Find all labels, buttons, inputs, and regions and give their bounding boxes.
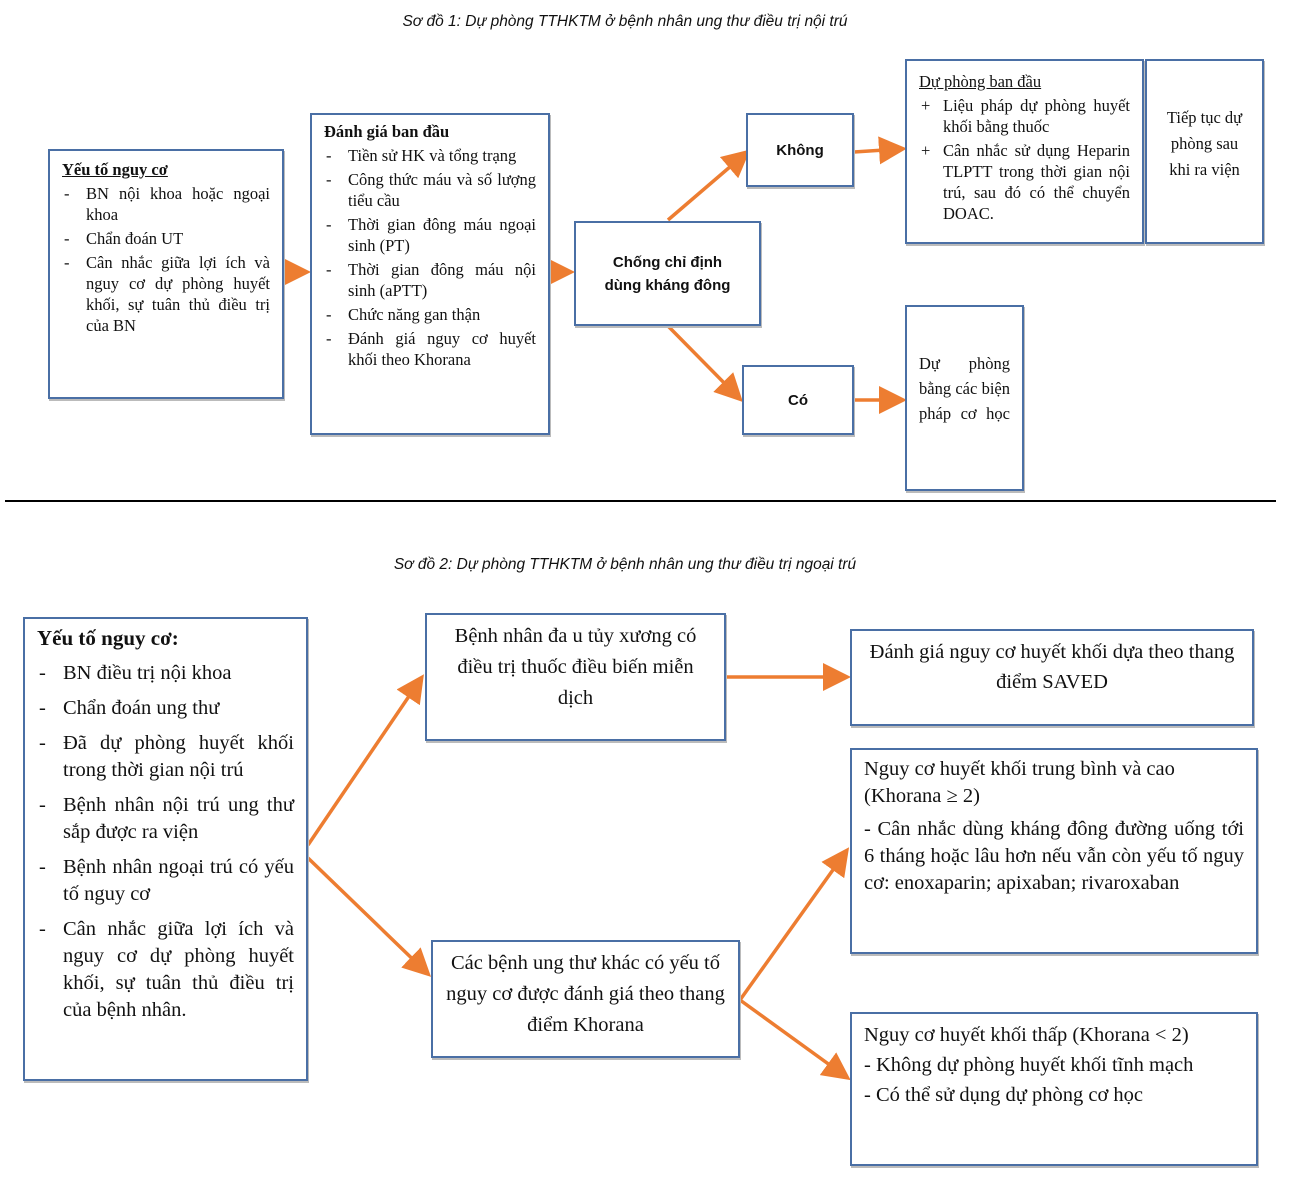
d1-initial-box: Dự phòng ban đầu Liệu pháp dự phòng huyế… bbox=[905, 59, 1144, 244]
heading: Yếu tố nguy cơ: bbox=[37, 626, 179, 650]
d2-other-cancers-box: Các bệnh ung thư khác có yếu tố nguy cơ … bbox=[431, 940, 740, 1058]
heading: Nguy cơ huyết khối thấp (Khorana < 2) bbox=[864, 1024, 1189, 1046]
d2-risk-box: Yếu tố nguy cơ: BN điều trị nội khoa Chẩ… bbox=[23, 617, 308, 1081]
arrow bbox=[666, 149, 751, 222]
d1-contraindication-box: Chống chỉ định dùng kháng đông bbox=[574, 221, 761, 326]
list-item: Cân nhắc sử dụng Heparin TLPTT trong thờ… bbox=[919, 140, 1130, 224]
list-item: Công thức máu và số lượng tiểu cầu bbox=[324, 169, 536, 211]
list-item: Liệu pháp dự phòng huyết khối bằng thuốc bbox=[919, 95, 1130, 137]
d2-saved-box: Đánh giá nguy cơ huyết khối dựa theo tha… bbox=[850, 629, 1254, 726]
d2-low-risk-box: Nguy cơ huyết khối thấp (Khorana < 2) - … bbox=[850, 1012, 1258, 1166]
list-item: Thời gian đông máu nội sinh (aPTT) bbox=[324, 259, 536, 301]
d2-high-risk-box: Nguy cơ huyết khối trung bình và cao (Kh… bbox=[850, 748, 1258, 954]
recommendation: - Cân nhắc dùng kháng đông đường uống tớ… bbox=[864, 818, 1244, 894]
list-item: Bệnh nhân nội trú ung thư sắp được ra vi… bbox=[37, 792, 294, 846]
list-item: Bệnh nhân ngoại trú có yếu tố nguy cơ bbox=[37, 854, 294, 908]
list-item: Cân nhắc giữa lợi ích và nguy cơ dự phòn… bbox=[62, 252, 270, 336]
list-item: Chẩn đoán ung thư bbox=[37, 695, 294, 722]
list-item: Chức năng gan thận bbox=[324, 304, 536, 325]
d1-mechanical-box: Dự phòng bằng các biện pháp cơ học bbox=[905, 305, 1024, 491]
arrow bbox=[666, 324, 743, 402]
d1-continue-box: Tiếp tục dự phòng sau khi ra viện bbox=[1145, 59, 1264, 244]
heading: Nguy cơ huyết khối trung bình và cao (Kh… bbox=[864, 758, 1175, 807]
recommendation: - Không dự phòng huyết khối tĩnh mạch bbox=[864, 1054, 1194, 1076]
list-item: BN nội khoa hoặc ngoại khoa bbox=[62, 183, 270, 225]
heading: Yếu tố nguy cơ bbox=[62, 160, 168, 179]
d1-yes-box: Có bbox=[742, 365, 854, 435]
d2-myeloma-box: Bệnh nhân đa u tủy xương có điều trị thu… bbox=[425, 613, 726, 741]
diagram1-title: Sơ đồ 1: Dự phòng TTHKTM ở bệnh nhân ung… bbox=[402, 13, 848, 30]
list-item: BN điều trị nội khoa bbox=[37, 660, 294, 687]
heading: Dự phòng ban đầu bbox=[919, 72, 1042, 91]
arrow bbox=[306, 856, 432, 977]
list-item: Tiền sử HK và tổng trạng bbox=[324, 145, 536, 166]
d1-no-box: Không bbox=[746, 113, 854, 187]
list-item: Thời gian đông máu ngoại sinh (PT) bbox=[324, 214, 536, 256]
heading: Đánh giá ban đầu bbox=[324, 122, 450, 141]
arrow bbox=[306, 674, 424, 846]
d1-assessment-box: Đánh giá ban đầu Tiền sử HK và tổng trạn… bbox=[310, 113, 550, 435]
diagram2-title: Sơ đồ 2: Dự phòng TTHKTM ở bệnh nhân ung… bbox=[393, 556, 857, 573]
list-item: Đã dự phòng huyết khối trong thời gian n… bbox=[37, 730, 294, 784]
arrow bbox=[853, 136, 907, 165]
list-item: Cân nhắc giữa lợi ích và nguy cơ dự phòn… bbox=[37, 916, 294, 1024]
list-item: Chẩn đoán UT bbox=[62, 228, 270, 249]
recommendation: - Có thể sử dụng dự phòng cơ học bbox=[864, 1084, 1144, 1106]
arrow bbox=[738, 998, 851, 1081]
arrow bbox=[738, 847, 850, 1002]
list-item: Đánh giá nguy cơ huyết khối theo Khorana bbox=[324, 328, 536, 370]
d1-risk-box: Yếu tố nguy cơ BN nội khoa hoặc ngoại kh… bbox=[48, 149, 284, 399]
